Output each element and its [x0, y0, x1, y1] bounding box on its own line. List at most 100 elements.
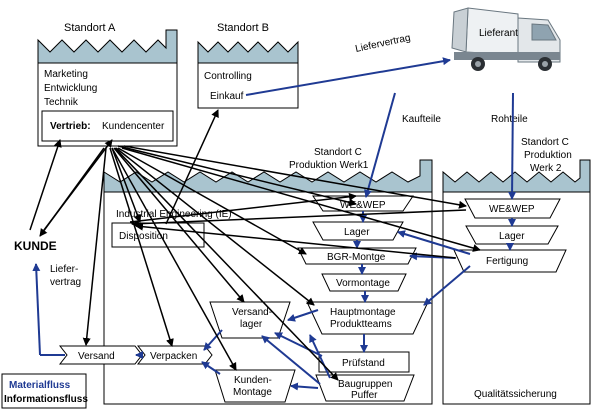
werk1-bgr-montage — [297, 247, 417, 265]
vertrieb-box — [41, 110, 174, 142]
flow-versand-to-kunde-up — [32, 263, 41, 356]
info-vertrieb-to-kunde — [39, 147, 105, 237]
einkauf-label: Einkauf — [210, 91, 244, 102]
flow-rohteile — [508, 92, 517, 200]
site-b-roof — [197, 40, 299, 64]
disposition-box — [111, 222, 205, 248]
info-vertrieb-to-baugruppen — [114, 147, 339, 381]
werk1-versand — [58, 345, 143, 365]
info-vertrieb-to-bgr — [117, 147, 307, 255]
werk2-qs-label: Qualitätssicherung — [474, 389, 557, 400]
werk1-baugruppen-label-1: Baugruppen — [338, 379, 393, 390]
werk1-hauptmontage — [306, 301, 429, 335]
werk1-hauptmontage-label-2: Produktteams — [330, 319, 392, 330]
werk2-lager — [465, 225, 559, 245]
info-vertrieb-to-kundenmontage — [111, 147, 237, 371]
site-c-werk1: Standort C Produktion Werk1 Industrial E… — [58, 147, 433, 405]
controlling-label: Controlling — [204, 71, 252, 82]
truck-icon: Lieferant — [451, 7, 561, 71]
flow-label-kaufteile: Kaufteile — [402, 114, 441, 125]
truck-label: Lieferant — [479, 28, 518, 39]
werk1-kundenmontage-label-1: Kunden- — [234, 375, 272, 386]
werk2-fertigung — [453, 249, 567, 273]
disposition-label: Disposition — [119, 231, 168, 242]
werk1-kundenmontage-label-2: Montage — [233, 387, 272, 398]
werk1-versand-label: Versand — [78, 351, 115, 362]
vertrieb-label: Vertrieb: — [50, 121, 91, 132]
site-b-title: Standort B — [217, 22, 269, 34]
info-vertrieb-to-verpacken — [109, 147, 174, 347]
werk1-verpacken-label: Verpacken — [150, 351, 197, 362]
site-b-box — [197, 62, 299, 109]
werk1-roof — [103, 159, 433, 193]
werk2-title-3: Werk 2 — [530, 163, 562, 174]
info-vertrieb-to-versand — [82, 147, 107, 346]
werk1-subtitle: Produktion Werk1 — [289, 160, 369, 171]
info-vertrieb-to-versandlager — [113, 147, 245, 303]
werk2-box — [442, 191, 591, 405]
site-b: Standort B Controlling Einkauf — [197, 22, 299, 109]
flow-kundenmontage-to-verpacken — [201, 361, 221, 375]
flow-label-vertrag: vertrag — [50, 277, 81, 288]
site-a: Standort A Marketing Entwicklung Technik… — [37, 22, 178, 147]
werk1-pruefstand-label: Prüfstand — [342, 358, 385, 369]
werk2-we-wep-label: WE&WEP — [489, 204, 535, 215]
site-a-marketing: Marketing — [44, 69, 88, 80]
info-disposition-to-einkauf — [165, 109, 219, 225]
site-a-technik: Technik — [44, 97, 79, 108]
info-kunde-to-site-a — [29, 139, 62, 231]
flow-baugruppen-to-haupt — [309, 334, 331, 379]
info-vertrieb-to-werk2 — [123, 145, 467, 209]
werk2-we-wep — [464, 198, 561, 219]
werk2-roof — [442, 159, 591, 193]
material-flow-arrows — [32, 57, 517, 391]
kundencenter-label: Kundencenter — [102, 121, 165, 132]
info-fertigung-to-disposition — [135, 222, 457, 259]
werk2-lager-label: Lager — [499, 231, 525, 242]
werk1-vormontage — [321, 273, 407, 292]
werk1-bgr-montage-label: BGR-Montge — [327, 252, 386, 263]
werk2-fertigung-label: Fertigung — [486, 256, 528, 267]
information-flow-arrows — [29, 109, 481, 381]
werk1-kundenmontage — [214, 369, 296, 403]
flow-label-rohteile: Rohteile — [491, 114, 528, 125]
flow-kaufteile — [364, 92, 396, 198]
legend-informationsfluss: Informationsfluss — [4, 394, 88, 405]
werk2-title-2: Produktion — [524, 150, 572, 161]
info-we-to-disposition — [131, 209, 467, 228]
werk1-hauptmontage-label-1: Hauptmontage — [330, 307, 396, 318]
legend: Materialfluss Informationsfluss — [1, 373, 88, 409]
flow-label-liefervertrag: Liefervertrag — [354, 33, 411, 55]
ie-label: Industrial Engineering (IE) — [116, 209, 232, 220]
flow-pruefstand-to-versandlager — [274, 332, 323, 357]
werk1-versandlager-label-1: Versand- — [232, 307, 272, 318]
werk1-versandlager-label-2: lager — [240, 319, 263, 330]
flow-versandlager-to-verpacken — [203, 329, 223, 351]
werk1-lager-label: Lager — [344, 227, 370, 238]
werk1-lager — [312, 221, 404, 241]
legend-box — [1, 373, 87, 409]
flow-haupt-to-versandlager — [287, 309, 319, 322]
flow-einkauf-to-lieferant — [245, 57, 451, 96]
info-vertrieb-to-disposition — [111, 147, 142, 223]
flow-fertigung-to-haupt — [423, 265, 471, 306]
site-a-entwicklung: Entwicklung — [44, 83, 97, 94]
kunde-label: KUNDE — [14, 239, 57, 253]
werk1-we-wep-label: WE&WEP — [340, 200, 386, 211]
werk2-title: Standort C — [521, 137, 569, 148]
werk1-baugruppen-puffer — [315, 374, 415, 402]
flow-baugruppen-to-versandlager — [261, 335, 321, 385]
info-vertrieb-to-fertigung — [121, 147, 481, 252]
site-a-title: Standort A — [64, 22, 116, 34]
werk1-vormontage-label: Vormontage — [336, 278, 390, 289]
legend-materialfluss: Materialfluss — [9, 380, 71, 391]
site-a-roof — [37, 29, 178, 64]
flow-baugruppen-to-kundenmontage — [290, 382, 319, 391]
werk1-title: Standort C — [314, 147, 362, 158]
info-disposition-line-1 — [129, 192, 357, 223]
flow-label-liefer: Liefer- — [50, 264, 78, 275]
flow-fertigung-to-lager1 — [397, 230, 471, 255]
info-vertrieb-to-haupt — [115, 147, 315, 306]
site-c-werk2: Standort C Produktion Werk 2 WE&WEP Lage… — [442, 137, 591, 405]
